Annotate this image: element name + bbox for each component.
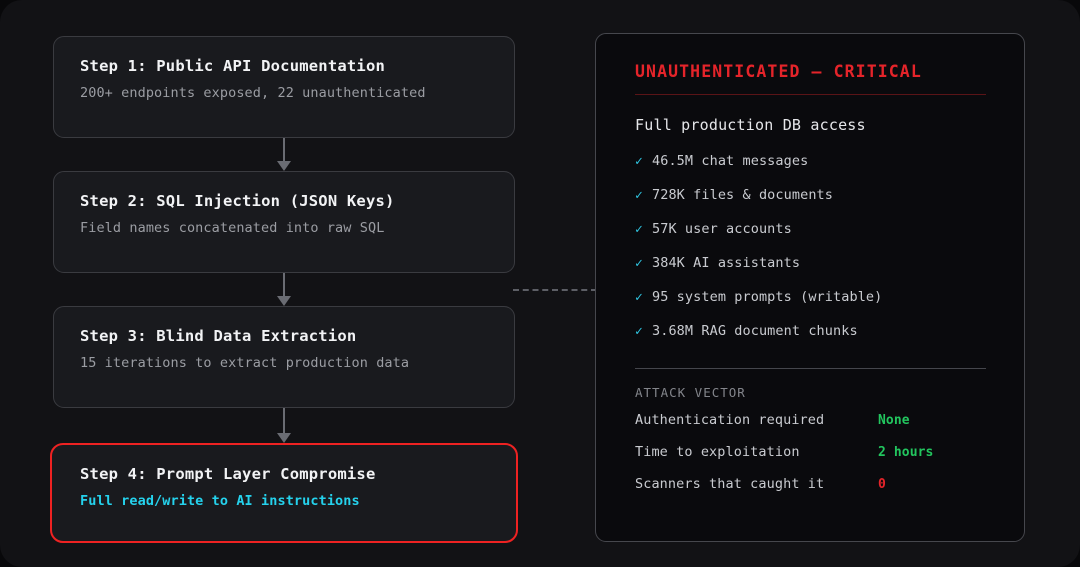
step-card-2[interactable]: Step 2: SQL Injection (JSON Keys) Field … [53,171,515,273]
step-card-1[interactable]: Step 1: Public API Documentation 200+ en… [53,36,515,138]
meta-value: 0 [878,477,886,492]
findings-list: ✓ 46.5M chat messages ✓ 728K files & doc… [635,153,986,357]
section-label-attack-vector: ATTACK VECTOR [635,385,746,400]
table-row: Authentication required None [635,412,986,444]
meta-value: None [878,413,910,428]
check-icon: ✓ [635,154,643,169]
flow-connector-line-2 [283,273,285,297]
list-item: ✓ 57K user accounts [635,221,986,255]
section-divider [635,368,986,369]
list-item: ✓ 728K files & documents [635,187,986,221]
step-subtitle: Full read/write to AI instructions [80,493,360,510]
title-divider [635,94,986,95]
finding-label: 57K user accounts [652,221,792,237]
check-icon: ✓ [635,290,643,305]
flow-arrow-icon-3 [277,433,291,443]
step-subtitle: 15 iterations to extract production data [80,355,410,372]
panel-subtitle: Full production DB access [635,116,866,134]
list-item: ✓ 3.68M RAG document chunks [635,323,986,357]
check-icon: ✓ [635,324,643,339]
table-row: Scanners that caught it 0 [635,476,986,508]
flow-to-panel-dashed-link [513,289,597,291]
finding-label: 46.5M chat messages [652,153,809,169]
flow-connector-line-3 [283,408,285,434]
step-card-4-highlighted[interactable]: Step 4: Prompt Layer Compromise Full rea… [50,443,518,543]
meta-key: Scanners that caught it [635,476,825,492]
finding-label: 95 system prompts (writable) [652,289,883,305]
attack-chain-flow: Step 1: Public API Documentation 200+ en… [50,36,518,544]
flow-arrow-icon-2 [277,296,291,306]
step-subtitle: 200+ endpoints exposed, 22 unauthenticat… [80,85,426,102]
finding-label: 3.68M RAG document chunks [652,323,858,339]
step-title: Step 4: Prompt Layer Compromise [80,465,376,483]
meta-key: Time to exploitation [635,444,800,460]
check-icon: ✓ [635,188,643,203]
list-item: ✓ 384K AI assistants [635,255,986,289]
attack-vector-table: Authentication required None Time to exp… [635,412,986,508]
check-icon: ✓ [635,222,643,237]
list-item: ✓ 46.5M chat messages [635,153,986,187]
check-icon: ✓ [635,256,643,271]
step-title: Step 1: Public API Documentation [80,57,386,75]
finding-label: 384K AI assistants [652,255,801,271]
meta-value: 2 hours [878,445,934,460]
meta-key: Authentication required [635,412,825,428]
step-title: Step 2: SQL Injection (JSON Keys) [80,192,395,210]
table-row: Time to exploitation 2 hours [635,444,986,476]
panel-title-severity: UNAUTHENTICATED — CRITICAL [635,62,922,81]
findings-panel: UNAUTHENTICATED — CRITICAL Full producti… [595,33,1025,542]
list-item: ✓ 95 system prompts (writable) [635,289,986,323]
step-title: Step 3: Blind Data Extraction [80,327,357,345]
step-card-3[interactable]: Step 3: Blind Data Extraction 15 iterati… [53,306,515,408]
step-subtitle: Field names concatenated into raw SQL [80,220,385,237]
flow-connector-line-1 [283,138,285,162]
finding-label: 728K files & documents [652,187,834,203]
flow-arrow-icon-1 [277,161,291,171]
